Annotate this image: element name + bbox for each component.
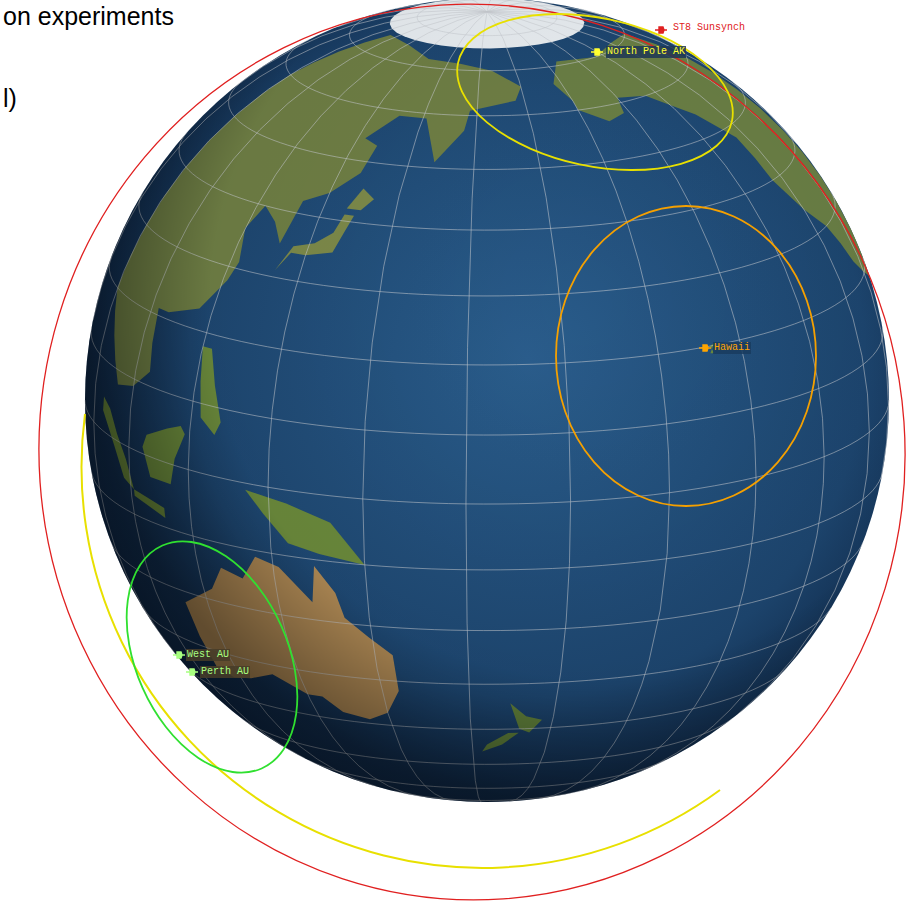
marker-icon (173, 652, 185, 658)
marker-icon (655, 27, 667, 33)
globe-shading (85, 0, 889, 802)
site-marker (186, 669, 198, 675)
site-marker (655, 27, 667, 33)
site-marker (591, 49, 603, 55)
site-marker (173, 652, 185, 658)
coverage-circle (556, 206, 816, 506)
marker-icon (186, 669, 198, 675)
site-markers (173, 27, 711, 675)
coverage-circle (443, 0, 748, 193)
marker-icon (591, 49, 603, 55)
site-label: Perth AU (200, 666, 250, 678)
heading-text: l) (2, 84, 18, 113)
globe (85, 0, 889, 802)
coverage-circle (93, 515, 331, 800)
site-label: West AU (186, 649, 230, 661)
orbit-ellipse (9, 0, 910, 904)
site-label: Hawaii (713, 342, 751, 354)
ocean (85, 0, 889, 802)
graticule (85, 0, 889, 802)
satellite-label: ST8 Sunsynch (672, 22, 746, 34)
terminator-line (81, 414, 720, 868)
marker-icon (699, 345, 711, 351)
heading-text: on experiments (2, 2, 175, 31)
site-marker (699, 345, 711, 351)
site-label: North Pole AK (606, 46, 686, 58)
